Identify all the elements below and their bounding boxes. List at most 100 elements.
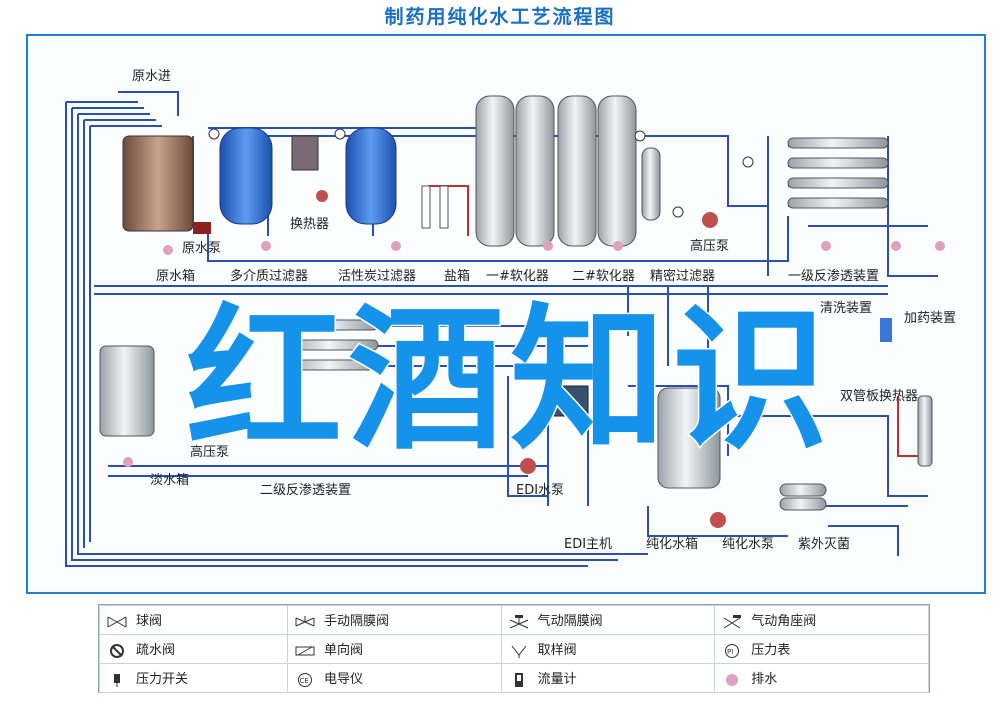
drain-icon — [613, 241, 623, 251]
check-valve-icon — [294, 643, 316, 659]
legend-label: 单向阀 — [323, 643, 363, 659]
drain-icon — [391, 241, 401, 251]
legend-item: 排水 — [714, 663, 929, 693]
legend-item: 取样阀 — [500, 634, 716, 664]
legend-item: 疏水阀 — [99, 634, 288, 664]
legend-label: 压力开关 — [136, 672, 189, 688]
pure-water-tank — [657, 387, 721, 489]
legend-label: 球阀 — [136, 614, 163, 630]
legend-label: 取样阀 — [537, 643, 577, 659]
drain-icon — [721, 672, 743, 688]
label-uv: 紫外灭菌 — [798, 537, 850, 552]
diagram-title: 制药用纯化水工艺流程图 — [384, 6, 616, 28]
softener-1 — [475, 95, 515, 247]
legend-table: 球阀 手动隔膜阀 气动隔膜阀 气动角座阀疏水阀 单向阀 取样阀 PI 压力表压力开关 CE 电导仪… — [98, 604, 930, 693]
label-pure-pump: 纯化水泵 — [722, 537, 774, 552]
label-hp-pump-2: 高压泵 — [190, 444, 229, 460]
salt-tank-gauge — [421, 185, 431, 229]
legend-row: 压力开关 CE 电导仪 流量计 排水 — [99, 663, 929, 693]
pressure-switch-icon — [106, 672, 128, 688]
legend-label: 压力表 — [751, 643, 791, 659]
svg-text:PI: PI — [727, 648, 733, 656]
legend-label: 疏水阀 — [136, 643, 176, 659]
ro-stage-1-membranes — [787, 137, 889, 209]
legend-row: 疏水阀 单向阀 取样阀 PI 压力表 — [99, 634, 929, 664]
legend-body: 球阀 手动隔膜阀 气动隔膜阀 气动角座阀疏水阀 单向阀 取样阀 PI 压力表压力开关 CE 电导仪… — [99, 605, 929, 693]
raw-water-pump — [193, 222, 211, 234]
softener-2 — [557, 95, 597, 247]
label-carbon-filter: 活性炭过滤器 — [338, 269, 416, 284]
label-dosing-device: 加药装置 — [904, 311, 956, 326]
legend-item: 球阀 — [99, 605, 288, 635]
double-tube-heat-exchanger — [917, 395, 933, 467]
label-heat-exchanger: 换热器 — [290, 217, 329, 232]
legend-label: 排水 — [751, 672, 778, 688]
legend-label: 电导仪 — [323, 672, 363, 688]
legend-item: PI 压力表 — [714, 634, 929, 664]
carbon-filter — [345, 127, 397, 225]
drain-icon — [543, 241, 553, 251]
sampling-valve-icon — [508, 643, 530, 659]
fresh-water-tank — [99, 345, 155, 437]
legend-item: 流量计 — [500, 663, 716, 693]
multi-media-filter — [219, 127, 273, 225]
legend-item: 气动角座阀 — [714, 605, 929, 635]
label-fresh-tank: 淡水箱 — [150, 472, 189, 488]
salt-tank-gauge-2 — [439, 185, 449, 229]
conductivity-meter-icon: CE — [294, 672, 316, 688]
label-raw-pump: 原水泵 — [182, 241, 221, 256]
softener-1b — [515, 95, 555, 247]
legend-label: 气动隔膜阀 — [537, 614, 603, 630]
label-softener-2: 二#软化器 — [572, 269, 635, 284]
raw-water-tank — [122, 135, 194, 232]
drain-icon — [891, 241, 901, 251]
pneumatic-diaphragm-valve-icon — [508, 614, 530, 630]
uv-sterilizer-2 — [779, 497, 827, 511]
manual-diaphragm-valve-icon — [294, 614, 316, 630]
label-ro-1: 一级反渗透装置 — [788, 269, 879, 284]
diagram-frame: 原水进 原水泵 原水箱 多介质过滤器 换热器 活性炭过滤器 盐箱 一#软化器 二… — [26, 34, 986, 594]
pure-water-pump — [710, 512, 726, 528]
ball-valve-icon — [106, 614, 128, 630]
conductivity-meter-icon — [672, 206, 684, 218]
legend-label: 手动隔膜阀 — [323, 614, 389, 630]
dosing-device — [880, 318, 892, 342]
label-edi-main: EDI主机 — [564, 537, 612, 552]
label-edi-pump: EDI水泵 — [516, 483, 564, 498]
drain-icon — [821, 241, 831, 251]
label-raw-water-in: 原水进 — [132, 69, 171, 84]
pressure-gauge-icon — [634, 130, 646, 142]
label-multi-media-filter: 多介质过滤器 — [230, 268, 308, 284]
drain-icon — [261, 241, 271, 251]
label-softener-1: 一#软化器 — [486, 269, 549, 284]
pump-icon — [316, 190, 328, 202]
pressure-gauge-icon — [334, 128, 346, 140]
legend-item: 手动隔膜阀 — [286, 605, 502, 635]
pneumatic-angle-valve-icon — [721, 614, 743, 630]
softener-2b — [597, 95, 637, 247]
edi-pump — [520, 458, 536, 474]
legend-label: 气动角座阀 — [751, 614, 817, 630]
pressure-gauge-icon — [208, 128, 220, 140]
drain-icon — [123, 457, 133, 467]
pressure-gauge-icon — [742, 156, 754, 168]
legend-item: CE 电导仪 — [286, 663, 502, 693]
high-pressure-pump — [702, 212, 718, 228]
edi-main — [547, 385, 589, 417]
label-pure-tank: 纯化水箱 — [646, 536, 698, 552]
process-flow-diagram: 原水进 原水泵 原水箱 多介质过滤器 换热器 活性炭过滤器 盐箱 一#软化器 二… — [65, 69, 956, 567]
heat-exchanger — [291, 135, 319, 171]
flow-meter-icon — [508, 672, 530, 688]
svg-text:CE: CE — [299, 677, 308, 685]
drain-valve-icon — [106, 643, 128, 659]
precision-filter — [641, 147, 661, 221]
label-double-tube-hx: 双管板换热器 — [840, 389, 918, 404]
watermark-text: 红酒知识 — [185, 288, 834, 473]
drain-icon — [163, 245, 173, 255]
legend-item: 气动隔膜阀 — [500, 605, 716, 635]
label-cleaning-device: 清洗装置 — [820, 301, 872, 316]
label-ro-2: 二级反渗透装置 — [260, 483, 351, 498]
ro-stage-2-membranes — [287, 319, 379, 371]
label-hp-pump: 高压泵 — [690, 238, 729, 254]
legend-item: 单向阀 — [286, 634, 502, 664]
